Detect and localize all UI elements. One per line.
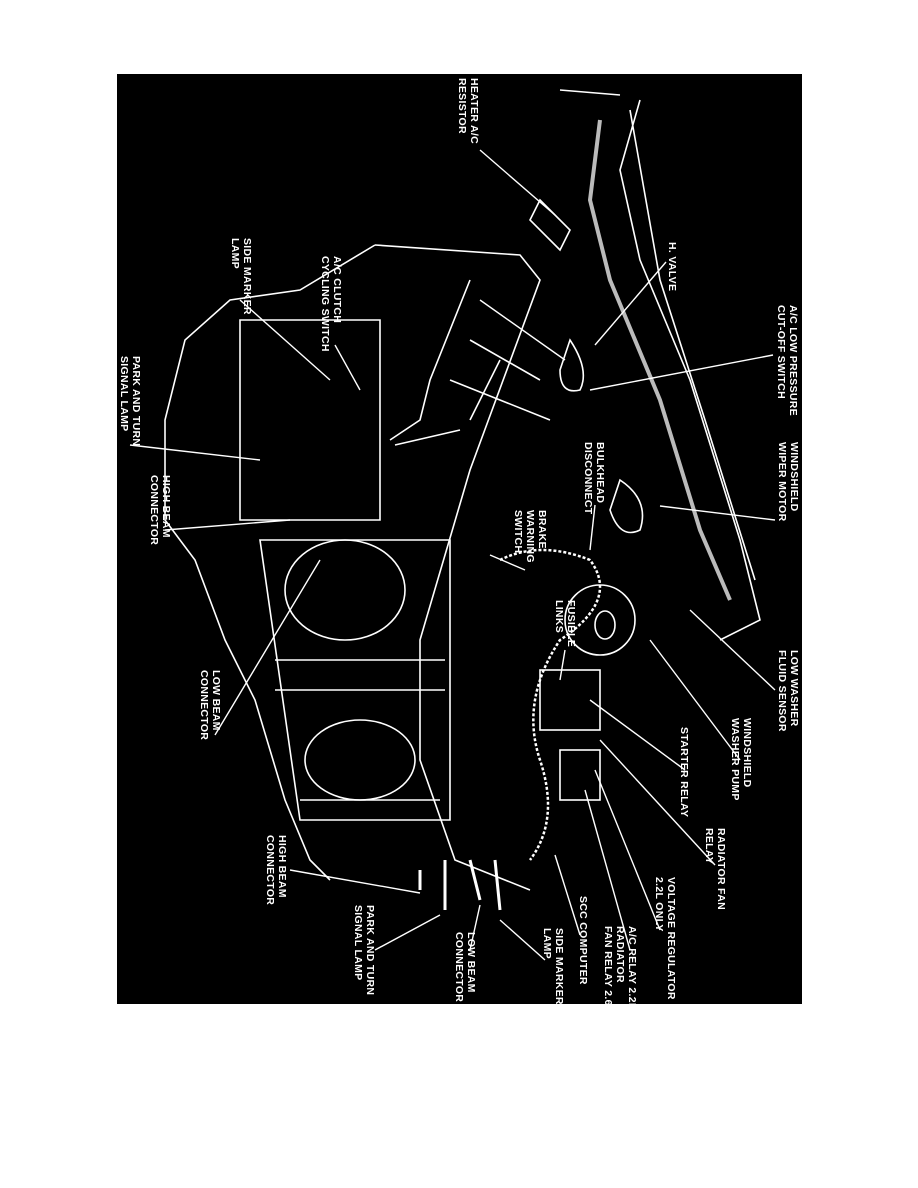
label-line: RELAY: [703, 828, 715, 865]
diagram-background: [117, 74, 802, 1004]
label-line: WIPER MOTOR: [776, 442, 788, 522]
label-line: HEATER A/C: [468, 78, 480, 144]
label-line: WASHER PUMP: [729, 718, 741, 801]
label-line: HIGH BEAM: [160, 475, 172, 538]
label-line: WINDSHIELD: [741, 718, 753, 788]
label-line: BULKHEAD: [594, 442, 606, 504]
label-scc-computer: SCC COMPUTER: [577, 896, 589, 985]
label-line: SIGNAL LAMP: [118, 356, 130, 432]
label-line: WARNING: [524, 510, 536, 563]
label-line: LOW BEAM: [465, 932, 477, 993]
label-line: H. VALVE: [666, 242, 678, 292]
leader-lines: [129, 149, 776, 961]
label-line: 2.2L ONLY: [653, 877, 665, 932]
headlamp-right: [304, 719, 416, 801]
label-line: FLUID SENSOR: [776, 650, 788, 732]
wiper-motor: [609, 478, 644, 534]
cowl-strip-inner: [587, 119, 732, 601]
fuse-block: [539, 669, 601, 731]
label-line: CUT-OFF SWITCH: [775, 305, 787, 400]
label-line: VOLTAGE REGULATOR: [665, 877, 677, 1000]
label-line: PARK AND TURN: [130, 356, 142, 447]
label-line: SCC COMPUTER: [577, 896, 589, 985]
valve-body: [559, 338, 585, 392]
label-line: WINDSHIELD: [788, 442, 800, 512]
label-line: SIDE MARKER: [553, 928, 565, 1005]
label-line: SWITCH: [512, 510, 524, 554]
wiring-harness: [499, 548, 602, 861]
label-line: SIGNAL LAMP: [352, 905, 364, 981]
label-line: A/C RELAY 2.2L: [626, 926, 638, 1010]
label-line: RADIATOR FAN: [715, 828, 727, 910]
label-line: A/C CLUTCH: [331, 256, 343, 324]
label-line: CONNECTOR: [453, 932, 465, 1003]
label-line: FAN RELAY 2.6L: [602, 926, 614, 1013]
label-line: PARK AND TURN: [364, 905, 376, 996]
strut-brace: [449, 339, 551, 421]
cowl-strip: [619, 99, 761, 641]
label-line: LOW BEAM: [210, 670, 222, 731]
headlamp-left: [284, 539, 406, 641]
label-line: BRAKE: [536, 510, 548, 549]
label-line: CYCLING SWITCH: [319, 256, 331, 352]
label-line: SIDE MARKER: [241, 238, 253, 315]
relay-block: [559, 749, 601, 801]
grille-opening: [259, 539, 451, 821]
label-line: LAMP: [541, 928, 553, 959]
label-line: CONNECTOR: [264, 835, 276, 906]
resistor: [529, 198, 571, 252]
label-line: CONNECTOR: [148, 475, 160, 546]
label-line: LOW WASHER: [788, 650, 800, 727]
reservoir-cap: [594, 610, 616, 640]
fender-edge: [374, 244, 541, 891]
label-line: HIGH BEAM: [276, 835, 288, 898]
label-line: A/C LOW PRESSURE: [787, 305, 799, 416]
label-line: STARTER RELAY: [678, 727, 690, 818]
header-panel: [239, 319, 381, 521]
fender-edge-2: [389, 279, 471, 446]
front-outline: [164, 244, 376, 881]
label-line: LINKS: [553, 600, 565, 633]
label-line: RESISTOR: [456, 78, 468, 134]
label-h-valve: H. VALVE: [666, 242, 678, 291]
label-line: CONNECTOR: [198, 670, 210, 741]
label-line: FUSIBLE: [565, 600, 577, 648]
label-line: RADIATOR: [614, 926, 626, 983]
label-line: DISCONNECT: [582, 442, 594, 515]
connector-wires: [418, 859, 502, 911]
label-starter-relay: STARTER RELAY: [678, 727, 690, 817]
label-line: LAMP: [229, 238, 241, 269]
cowl-strip-outer: [559, 89, 756, 581]
